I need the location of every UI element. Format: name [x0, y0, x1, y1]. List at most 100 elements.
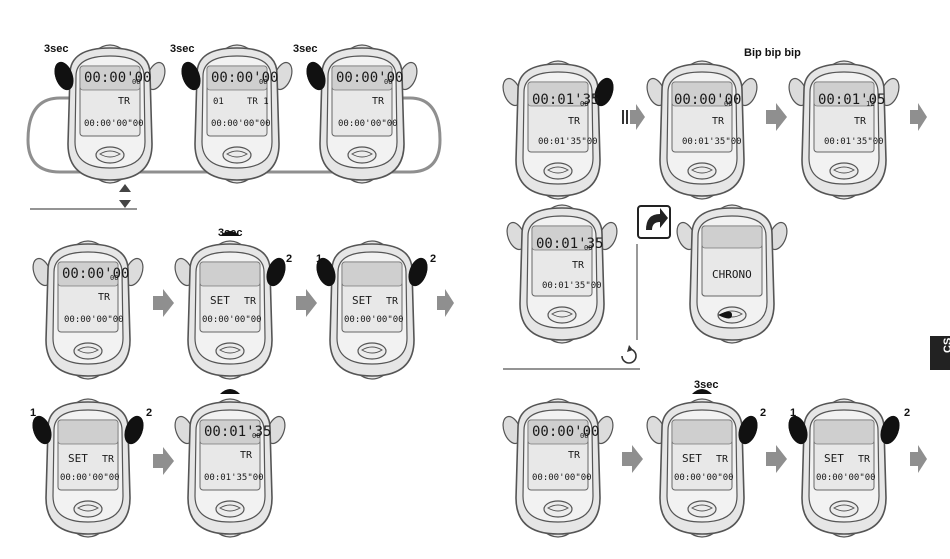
label-1: 1 [30, 407, 36, 419]
lcd-readout: TR [858, 454, 871, 465]
lcd-readout: 00:01'35 [532, 92, 599, 108]
up-down-icon [119, 184, 131, 208]
lcd-readout: 00:00'00 [336, 70, 403, 86]
lcd-readout: SET [210, 294, 230, 307]
next-arrow-icon [766, 445, 787, 473]
next-arrow-icon [630, 104, 645, 130]
watch-1: 00:00'00 00 TR 00:00'00"00 [50, 44, 170, 184]
lcd-readout: CHRONO [712, 268, 752, 281]
lcd-readout: TR [240, 450, 253, 461]
lcd-readout: 00:01'35"00 [824, 137, 884, 147]
lcd-readout: 00:01'35 [536, 236, 603, 252]
next-arrow-icon [910, 445, 927, 473]
watch-3: 00:00'00 00 TR 00:00'00"00 [302, 44, 422, 184]
lcd-readout: TR [244, 296, 257, 307]
lcd-readout: 00 [584, 244, 592, 252]
lcd-readout: TR [568, 116, 581, 127]
lcd-readout: 00:01'35 [204, 424, 271, 440]
lcd-readout: 00:00'00"00 [532, 473, 592, 483]
lcd-readout: TR [716, 454, 729, 465]
lcd-readout: 00:00'00 [211, 70, 278, 86]
lcd-readout: 00:00'00"00 [211, 119, 271, 129]
next-arrow-icon [910, 103, 927, 131]
lcd-readout: SET [352, 294, 372, 307]
watch-4: 00:00'00 00 TR 00:00'00"00 [28, 240, 148, 380]
watch-10: 00:00'00 00 TR 00:01'35"00 [642, 60, 762, 200]
lcd-readout: 00 [580, 100, 588, 108]
lcd-readout: 00:01'35"00 [538, 137, 598, 147]
bip-label: Bip bip bip [744, 47, 801, 59]
watch-15: SET TR 00:00'00"00 [642, 389, 762, 538]
lcd-readout: 00:01'35"00 [542, 281, 602, 291]
watch-9: 00:01'35 00 TR 00:01'35"00 [498, 60, 618, 200]
label-2: 2 [430, 253, 436, 265]
language-tag: CS [930, 336, 950, 370]
lcd-readout: 00:00'00"00 [344, 315, 404, 325]
lcd-readout: 00 [580, 432, 588, 440]
lcd-readout: SET [682, 452, 702, 465]
lcd-readout: TR [712, 116, 725, 127]
watch-8: 00:01'35 00 TR 00:01'35"00 [170, 389, 290, 538]
lcd-readout: 00:00'00"00 [674, 473, 734, 483]
lcd-readout: TR [386, 296, 399, 307]
watch-11: 00:01'05 12 TR 00:01'35"00 [784, 60, 904, 200]
lcd-readout: TR [372, 96, 385, 107]
watch-13: CHRONO [672, 204, 792, 344]
next-arrow-icon [766, 103, 787, 131]
label-2: 2 [904, 407, 910, 419]
reset-icon [621, 345, 637, 364]
watch-6: SET TR 00:00'00"00 [312, 240, 432, 380]
svg-text:CS: CS [942, 338, 950, 353]
next-arrow-icon [622, 445, 643, 473]
lcd-readout: 00 [259, 78, 267, 86]
lcd-readout: 00:01'05 [818, 92, 885, 108]
lcd-readout: 00:00'00 [84, 70, 151, 86]
next-arrow-icon [296, 289, 317, 317]
label-3sec: 3sec [694, 379, 718, 391]
lcd-readout: TR [118, 96, 131, 107]
watch-12: 00:01'35 00 TR 00:01'35"00 [502, 204, 622, 344]
label-2: 2 [286, 253, 292, 265]
lcd-readout: 00:00'00 [62, 266, 129, 282]
label-2: 2 [760, 407, 766, 419]
lcd-readout: 00 [110, 274, 118, 282]
lcd-readout: 00:00'00"00 [64, 315, 124, 325]
lcd-readout: 00:00'00 [532, 424, 599, 440]
watch-7: SET TR 00:00'00"00 [28, 398, 148, 538]
lcd-readout: 00:01'35"00 [204, 473, 264, 483]
lcd-readout: 00 [252, 432, 260, 440]
lcd-readout: 12 [866, 100, 874, 108]
lcd-readout: 00 [132, 78, 140, 86]
label-2: 2 [146, 407, 152, 419]
lcd-readout: TR [102, 454, 115, 465]
label-3sec: 3sec [293, 43, 317, 55]
lcd-readout: TR [98, 292, 111, 303]
lcd-readout: 00:00'00"00 [338, 119, 398, 129]
lcd-readout: TR [568, 450, 581, 461]
watch-16: SET TR 00:00'00"00 [784, 398, 904, 538]
lcd-readout: 00:00'00"00 [202, 315, 262, 325]
lcd-readout: 00:00'00"00 [816, 473, 876, 483]
label-1: 1 [790, 407, 796, 419]
label-3sec: 3sec [218, 227, 242, 239]
watch-14: 00:00'00 00 TR 00:00'00"00 [498, 398, 618, 538]
lcd-readout: 00:00'00"00 [84, 119, 144, 129]
lcd-readout: 00 [384, 78, 392, 86]
lcd-readout: SET [824, 452, 844, 465]
next-arrow-icon [437, 289, 454, 317]
lcd-readout: 00:00'00"00 [60, 473, 120, 483]
lcd-readout: 00:01'35"00 [682, 137, 742, 147]
lcd-readout: SET [68, 452, 88, 465]
label-3sec: 3sec [170, 43, 194, 55]
label-1: 1 [316, 253, 322, 265]
watch-5: SET TR 00:00'00"00 [170, 231, 290, 380]
lcd-readout: 00:00'00 [674, 92, 741, 108]
next-arrow-icon [153, 289, 174, 317]
lcd-readout: TR [572, 260, 585, 271]
lcd-readout: 01 [213, 97, 224, 107]
lcd-readout: 00 [724, 100, 732, 108]
enter-icon [637, 205, 671, 239]
lcd-readout: TR 1 [247, 97, 269, 107]
watch-2: 00:00'00 00 01 TR 1 00:00'00"00 [177, 44, 297, 184]
